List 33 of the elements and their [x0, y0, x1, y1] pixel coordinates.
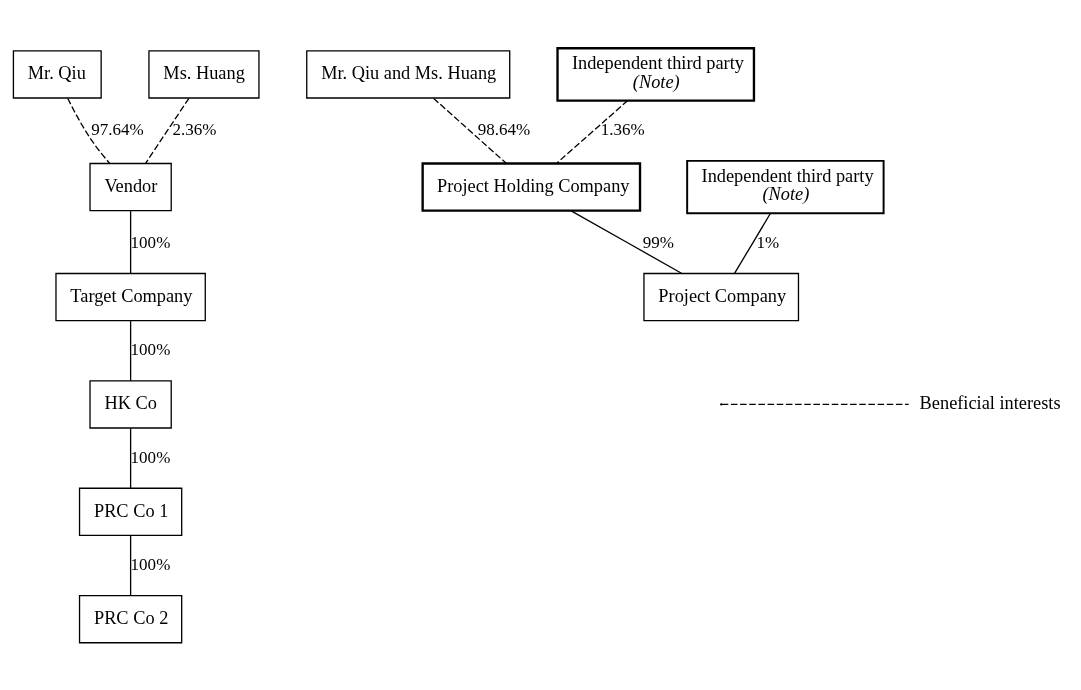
node-box: Project Holding Company: [421, 161, 642, 212]
connector: [734, 212, 772, 274]
connector: [67, 97, 111, 164]
edge-label: 1%: [756, 232, 780, 252]
node-box: PRC Co 2: [78, 594, 183, 643]
connector: [144, 97, 190, 164]
connector: [129, 319, 132, 381]
node-box: Mr. Qiu: [12, 49, 102, 99]
connector: [570, 209, 683, 274]
edge-label: 100%: [130, 232, 171, 252]
node-box: Target Company: [55, 272, 206, 321]
connector: [129, 534, 132, 596]
connector: [433, 97, 507, 164]
edge-label: 2.36%: [172, 119, 217, 139]
edge-label: 99%: [642, 232, 674, 252]
node-box: Mr. Qiu and Ms. Huang: [306, 49, 511, 99]
node-box: Independent third party (Note): [556, 46, 756, 102]
edge-label: 100%: [130, 339, 171, 359]
edge-label: 100%: [130, 447, 171, 467]
connector: [129, 209, 132, 274]
node-box: Ms. Huang: [148, 49, 260, 99]
legend-label: Beneficial interests: [919, 392, 1061, 413]
node-box: HK Co: [89, 379, 172, 429]
connector: [129, 427, 132, 489]
node-box: Project Company: [643, 272, 800, 321]
edge-label: 98.64%: [477, 119, 531, 139]
connector: [556, 99, 629, 164]
node-box: Vendor: [89, 162, 172, 211]
node-box: Independent third party (Note): [686, 159, 885, 214]
edge-label: 1.36%: [600, 119, 645, 139]
edge-label: 100%: [130, 554, 171, 574]
node-box: PRC Co 1: [78, 487, 183, 536]
edge-label: 97.64%: [91, 119, 144, 139]
